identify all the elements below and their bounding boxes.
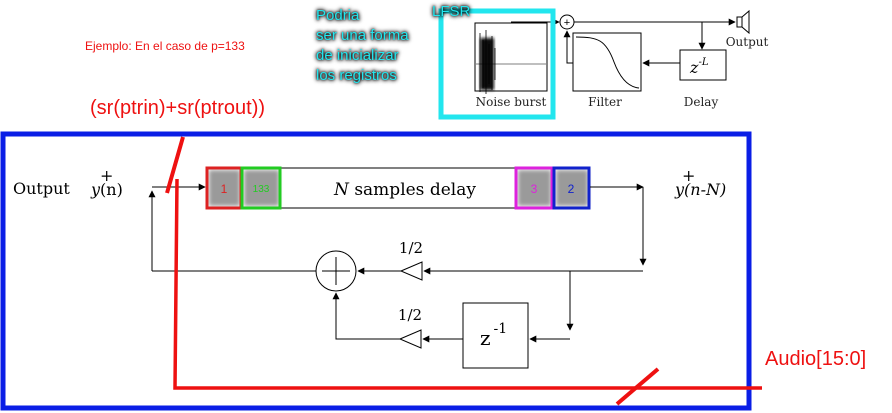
init-registers-note: LFSR Podria ser una forma de inicializar… bbox=[316, 3, 471, 84]
delay-symbol: z-L bbox=[689, 57, 709, 77]
y-n-plus: + bbox=[100, 166, 113, 185]
y-n-label: y(n) bbox=[90, 180, 123, 199]
delay-line-label: N samples delay bbox=[333, 180, 476, 200]
y-n-minus-n-plus: + bbox=[682, 166, 695, 185]
module-frame bbox=[0, 131, 752, 411]
delay-box bbox=[679, 49, 727, 81]
unit-delay-label: z-1 bbox=[480, 321, 507, 350]
y-n-minus-n-label: y(n-N) bbox=[674, 180, 726, 199]
pointer-slash-top bbox=[165, 136, 185, 194]
speaker-icon bbox=[736, 9, 750, 35]
audio-bus-wire bbox=[173, 178, 762, 390]
svg-text:3: 3 bbox=[531, 182, 538, 196]
register-cell-3: 3 bbox=[514, 166, 554, 210]
filter-box bbox=[572, 32, 642, 92]
note-line-1: Podria bbox=[316, 7, 360, 24]
gain-bottom-label: 1/2 bbox=[398, 306, 422, 324]
wire-bottom-gain-to-sum bbox=[332, 292, 400, 340]
svg-text:2: 2 bbox=[568, 182, 575, 196]
gain-bottom-triangle bbox=[398, 329, 422, 349]
note-line-4: los registros bbox=[316, 67, 397, 84]
register-cell-133: 133 bbox=[240, 166, 282, 210]
inset-diagram: Noise burst Filter z-L Delay + Output bbox=[474, 9, 769, 109]
filter-response-curve bbox=[575, 36, 640, 89]
audio-bus-label: Audio[15:0] bbox=[765, 348, 866, 370]
lfsr-highlight-box bbox=[438, 8, 556, 120]
gain-top-label: 1/2 bbox=[399, 239, 423, 257]
svg-text:133: 133 bbox=[253, 184, 270, 195]
note-line-2: ser una forma bbox=[316, 27, 409, 44]
example-note: Ejemplo: En el caso de p=133 bbox=[85, 39, 245, 53]
lfsr-label: LFSR bbox=[432, 3, 471, 20]
gain-top-triangle bbox=[399, 261, 423, 281]
output-label: Output bbox=[13, 179, 70, 198]
pointer-sum-formula: (sr(ptrin)+sr(ptrout)) bbox=[90, 97, 265, 119]
noise-burst-label: Noise burst bbox=[476, 95, 547, 109]
delay-label: Delay bbox=[684, 95, 719, 109]
unit-delay-box bbox=[462, 302, 529, 369]
filter-to-sum-wire bbox=[563, 30, 573, 64]
svg-text:1: 1 bbox=[221, 182, 228, 196]
register-cell-1: 1 bbox=[205, 166, 243, 210]
note-line-3: de inicializar bbox=[316, 47, 399, 64]
register-cell-2: 2 bbox=[552, 166, 591, 210]
inset-sum-symbol: + bbox=[564, 17, 570, 29]
noise-burst-spikes bbox=[479, 30, 496, 94]
inset-output-label: Output bbox=[726, 35, 769, 49]
audio-bus-slash bbox=[615, 367, 660, 406]
filter-label: Filter bbox=[588, 95, 622, 109]
